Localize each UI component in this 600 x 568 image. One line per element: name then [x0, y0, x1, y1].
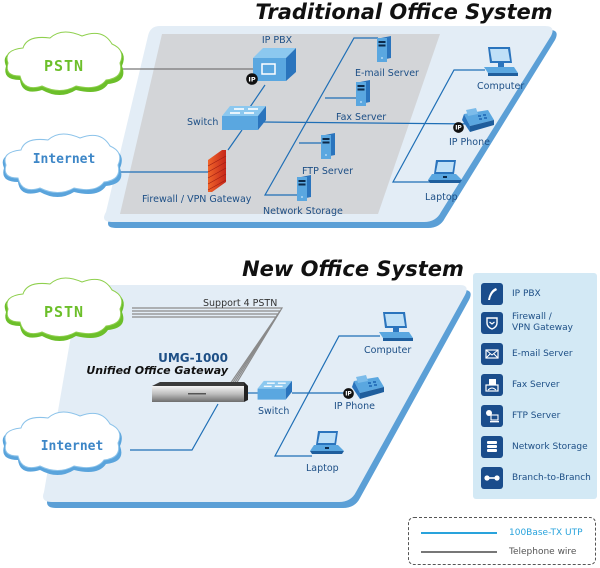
- pstn-label: PSTN: [44, 57, 84, 75]
- ip-phone-label: IP Phone: [449, 137, 490, 148]
- legend-item-email: E-mail Server: [481, 343, 573, 365]
- internet-label: Internet: [33, 152, 96, 167]
- database-icon: [481, 436, 503, 458]
- legend-item-storage: Network Storage: [481, 436, 588, 458]
- pstn-label: PSTN: [44, 303, 84, 321]
- legend-item-ip-pbx: IP PBX: [481, 283, 541, 305]
- email-server-label: E-mail Server: [355, 68, 419, 79]
- new-wires: [130, 307, 380, 457]
- ip-phone-label: IP Phone: [334, 401, 375, 412]
- ftp-globe-icon: [481, 405, 503, 427]
- firewall-icon: [207, 150, 227, 192]
- internet-label: Internet: [41, 439, 104, 454]
- internet-cloud-new: Internet: [2, 411, 122, 475]
- network-storage-label: Network Storage: [263, 206, 343, 217]
- fax-server-label: Fax Server: [336, 112, 386, 123]
- legend-utp: 100Base-TX UTP: [421, 528, 583, 538]
- network-storage-icon: [297, 175, 311, 201]
- new-system-title: New Office System: [242, 257, 464, 281]
- ip-badge-icon: [343, 388, 354, 399]
- pstn-cloud-traditional: PSTN: [4, 31, 124, 95]
- ftp-server-label: FTP Server: [302, 166, 353, 177]
- umg-name-label: Unified Office Gateway: [86, 364, 228, 377]
- switch-label: Switch: [187, 117, 218, 128]
- traditional-wires: [118, 37, 485, 196]
- ip-pbx-device: [246, 48, 296, 85]
- wire-legend: 100Base-TX UTP Telephone wire: [408, 517, 596, 565]
- legend-item-branch: Branch-to-Branch: [481, 467, 591, 489]
- firewall-label: Firewall / VPN Gateway: [142, 194, 252, 205]
- shield-icon: [481, 312, 503, 334]
- ip-pbx-label: IP PBX: [262, 35, 293, 46]
- traditional-title: Traditional Office System: [255, 0, 552, 24]
- fax-icon: [481, 374, 503, 396]
- legend-item-firewall: Firewall /VPN Gateway: [481, 312, 573, 334]
- envelope-icon: [481, 343, 503, 365]
- support-pstn-label: Support 4 PSTN: [203, 298, 277, 309]
- feature-legend: IP PBX Firewall /VPN Gateway E-mail Serv…: [473, 273, 597, 499]
- legend-telephone: Telephone wire: [421, 547, 576, 557]
- fax-server-icon: [356, 80, 370, 106]
- umg-model-label: UMG-1000: [158, 351, 228, 365]
- computer-label: Computer: [364, 345, 411, 356]
- laptop-label: Laptop: [306, 463, 339, 474]
- ftp-server-icon: [321, 133, 335, 159]
- internet-cloud-traditional: Internet: [2, 133, 122, 197]
- utp-line-swatch: [421, 532, 497, 534]
- umg-1000-device: [152, 382, 248, 402]
- ip-badge-icon: [453, 122, 464, 133]
- switch-icon: [256, 380, 292, 401]
- legend-item-fax: Fax Server: [481, 374, 560, 396]
- link-icon: [481, 467, 503, 489]
- switch-icon: [221, 106, 266, 131]
- pstn-cloud-new: PSTN: [4, 277, 124, 341]
- phone-handset-icon: [481, 283, 503, 305]
- ip-badge-icon: [246, 73, 258, 85]
- legend-item-ftp: FTP Server: [481, 405, 560, 427]
- laptop-label: Laptop: [425, 192, 458, 203]
- switch-label: Switch: [258, 406, 289, 417]
- telephone-line-swatch: [421, 551, 497, 553]
- email-server-icon: [377, 36, 391, 62]
- computer-label: Computer: [477, 81, 524, 92]
